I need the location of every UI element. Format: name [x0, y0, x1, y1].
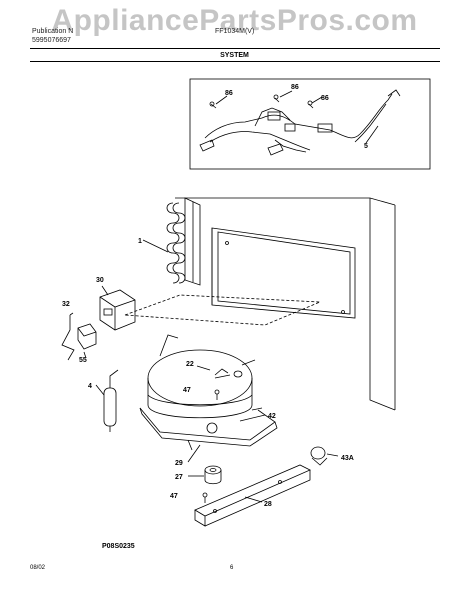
callout-43a: 43A: [341, 455, 354, 462]
callout-86-c: 86: [321, 95, 329, 102]
wire-32: [61, 312, 75, 361]
leader-30: [101, 285, 109, 296]
figure-code: P08S0235: [102, 543, 135, 550]
relay-30: [99, 289, 136, 331]
clamp-43a: [310, 446, 328, 466]
inset-box: [189, 78, 431, 170]
leader-1: [142, 239, 169, 253]
callout-30: 30: [96, 277, 104, 284]
mounting-plane: [124, 294, 321, 326]
screw-47b: [202, 492, 208, 498]
leader-lines-inset: [215, 90, 379, 144]
header-rule-top: [30, 48, 440, 49]
watermark: AppliancePartsPros.com: [51, 4, 418, 37]
cabinet-outline: [175, 197, 396, 411]
model-number: FF1034M(V): [215, 28, 255, 35]
publication-number: 5995076697: [32, 37, 71, 44]
callout-22: 22: [186, 361, 194, 368]
screw-47a: [214, 389, 220, 395]
footer-page-number: 6: [230, 565, 234, 571]
grommet-27: [204, 465, 222, 485]
footer-date: 08/02: [30, 565, 46, 571]
callout-47-a: 47: [183, 387, 191, 394]
leader-42: [239, 414, 266, 422]
leader-43a: [326, 453, 339, 457]
callout-4: 4: [88, 383, 92, 390]
leader-22: [196, 365, 211, 371]
leader-55: [83, 351, 87, 359]
leader-29: [187, 444, 201, 463]
callout-86-a: 86: [225, 90, 233, 97]
callout-32: 32: [62, 301, 70, 308]
header-rule-bottom: [30, 61, 440, 62]
callout-1: 1: [138, 238, 142, 245]
leader-28: [244, 496, 263, 503]
leader-4: [95, 384, 105, 396]
callout-86-b: 86: [291, 84, 299, 91]
base-plate-28: [194, 464, 311, 527]
callout-42: 42: [268, 413, 276, 420]
publication-label: Publication N: [32, 28, 74, 35]
callout-28: 28: [264, 501, 272, 508]
section-title: SYSTEM: [220, 52, 249, 59]
callout-5: 5: [364, 143, 368, 150]
callout-47-b: 47: [170, 493, 178, 500]
overload-clip-22: [214, 374, 231, 379]
callout-27: 27: [175, 474, 183, 481]
compressor: [139, 334, 278, 451]
wiring-harness: [199, 89, 401, 156]
callout-55: 55: [79, 357, 87, 364]
callout-29: 29: [175, 460, 183, 467]
overload-55: [77, 323, 97, 350]
condenser-coil: [166, 197, 201, 286]
drier-4: [103, 369, 119, 432]
